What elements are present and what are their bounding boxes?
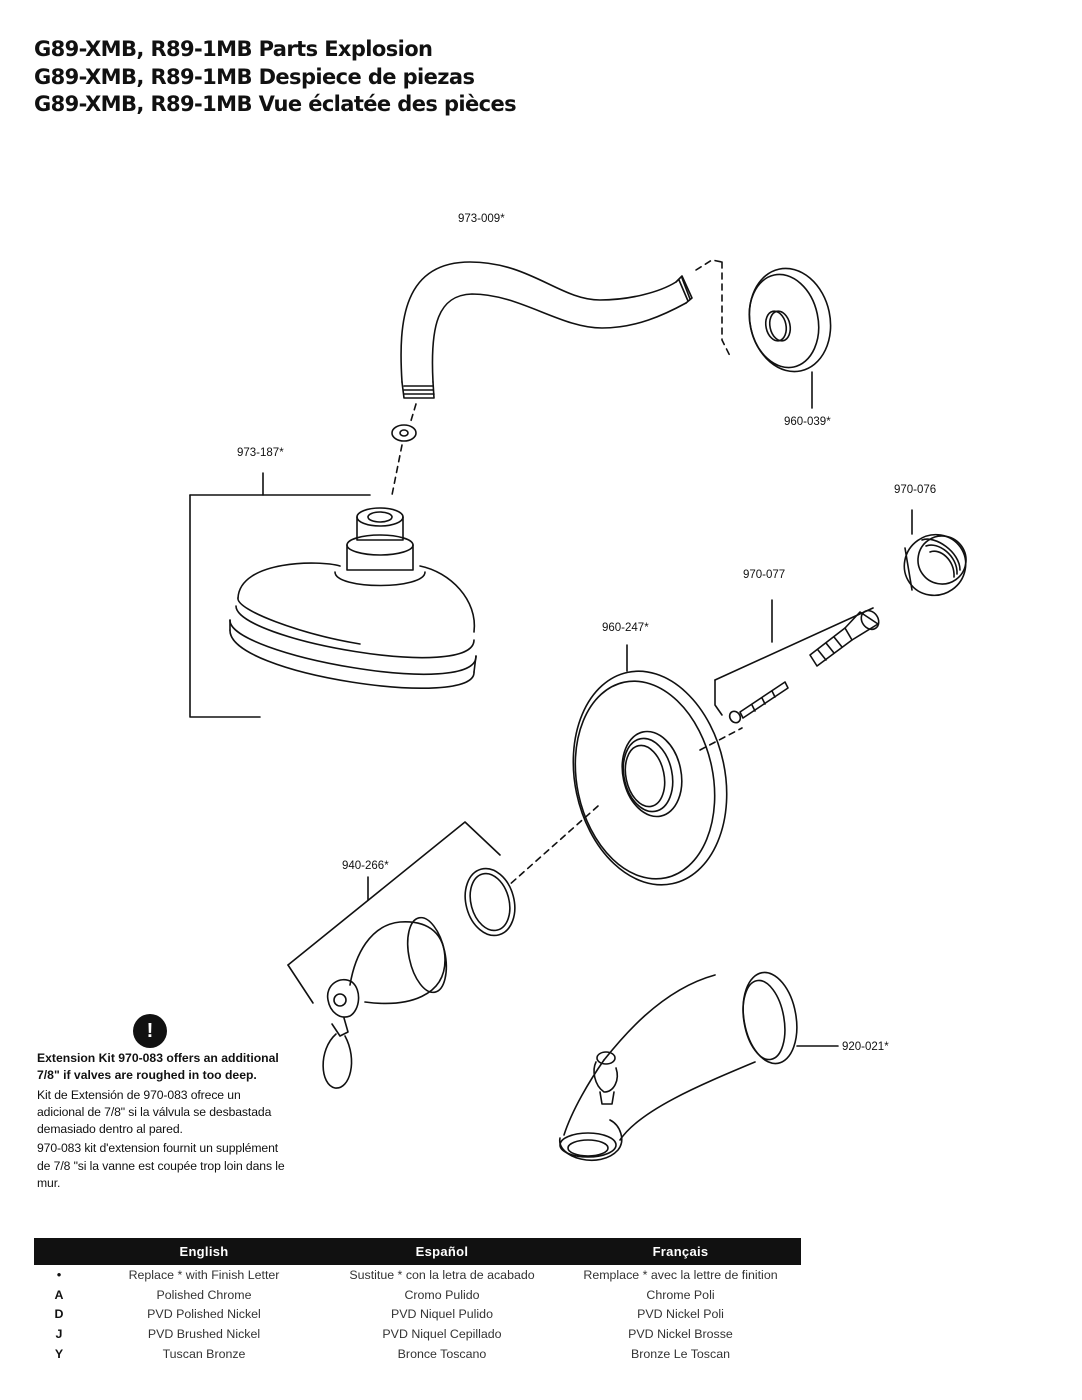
label-arm-flange: 960-039* bbox=[784, 416, 831, 428]
arm-flange-drawing bbox=[748, 267, 832, 409]
title-block: G89-XMB, R89-1MB Parts Explosion G89-XMB… bbox=[34, 36, 517, 119]
finish-english: Tuscan Bronze bbox=[162, 1347, 246, 1362]
finish-code: J bbox=[55, 1327, 63, 1342]
note-english: Extension Kit 970-083 offers an addition… bbox=[37, 1051, 279, 1083]
title-spanish: G89-XMB, R89-1MB Despiece de piezas bbox=[34, 64, 475, 89]
finish-english: Replace * with Finish Letter bbox=[128, 1267, 280, 1282]
header-french: Français bbox=[560, 1238, 801, 1265]
warning-icon: ! bbox=[133, 1014, 167, 1048]
title-french: G89-XMB, R89-1MB Vue éclatée des pièces bbox=[34, 92, 517, 116]
header-spanish: Español bbox=[324, 1238, 560, 1265]
note-french: 970-083 kit d'extension fournit un suppl… bbox=[37, 1141, 285, 1191]
finish-english: Polished Chrome bbox=[156, 1287, 252, 1302]
finish-french: PVD Nickel Brosse bbox=[628, 1327, 733, 1342]
o-ring-drawing bbox=[464, 867, 516, 937]
label-handle: 940-266* bbox=[342, 860, 389, 872]
washer-drawing bbox=[391, 424, 417, 496]
label-sleeve-nut: 970-076 bbox=[894, 484, 936, 496]
sleeve-nut-drawing bbox=[903, 509, 967, 597]
finish-spanish: PVD Niquel Cepillado bbox=[382, 1327, 502, 1342]
table-row: J PVD Brushed Nickel PVD Niquel Cepillad… bbox=[34, 1324, 801, 1344]
table-row: • Replace * with Finish Letter Sustitue … bbox=[34, 1265, 801, 1285]
label-escutcheon: 960-247* bbox=[602, 622, 649, 634]
finish-code: A bbox=[54, 1287, 64, 1302]
finish-french: PVD Nickel Poli bbox=[637, 1307, 724, 1322]
table-row: D PVD Polished Nickel PVD Niquel Pulido … bbox=[34, 1305, 801, 1325]
table-row: Y Tuscan Bronze Bronce Toscano Bronze Le… bbox=[34, 1344, 801, 1364]
finish-french: Bronze Le Toscan bbox=[631, 1347, 730, 1362]
finish-english: PVD Polished Nickel bbox=[147, 1307, 261, 1322]
finish-spanish: PVD Niquel Pulido bbox=[391, 1307, 493, 1322]
shower-arm-drawing bbox=[400, 259, 731, 425]
escutcheon-drawing bbox=[507, 644, 743, 887]
finish-spanish: Bronce Toscano bbox=[397, 1347, 487, 1362]
label-tub-spout: 920-021* bbox=[842, 1041, 889, 1053]
finish-french: Chrome Poli bbox=[646, 1287, 715, 1302]
finish-table: English Español Français • Replace * wit… bbox=[34, 1238, 801, 1364]
finish-table-header: English Español Français bbox=[34, 1238, 801, 1265]
header-english: English bbox=[84, 1238, 324, 1265]
handle-drawing bbox=[287, 821, 501, 1089]
finish-spanish: Cromo Pulido bbox=[404, 1287, 480, 1302]
note-spanish: Kit de Extensión de 970-083 ofrece un ad… bbox=[37, 1087, 272, 1137]
finish-code: Y bbox=[54, 1347, 64, 1362]
tub-spout-drawing bbox=[559, 971, 839, 1161]
finish-spanish: Sustitue * con la letra de acabado bbox=[349, 1267, 535, 1282]
label-screw-kit: 970-077 bbox=[743, 569, 785, 581]
screw-kit-drawing bbox=[714, 599, 880, 724]
finish-english: PVD Brushed Nickel bbox=[147, 1327, 261, 1342]
label-shower-arm: 973-009* bbox=[458, 213, 505, 225]
finish-french: Remplace * avec la lettre de finition bbox=[583, 1267, 778, 1282]
extension-kit-note: Extension Kit 970-083 offers an addition… bbox=[37, 1050, 287, 1194]
title-english: G89-XMB, R89-1MB Parts Explosion bbox=[34, 37, 433, 61]
header-code bbox=[34, 1238, 84, 1265]
table-row: A Polished Chrome Cromo Pulido Chrome Po… bbox=[34, 1285, 801, 1305]
label-shower-head: 973-187* bbox=[237, 447, 284, 459]
shower-head-drawing bbox=[189, 472, 477, 718]
finish-code: D bbox=[54, 1307, 64, 1322]
finish-code: • bbox=[56, 1267, 62, 1282]
